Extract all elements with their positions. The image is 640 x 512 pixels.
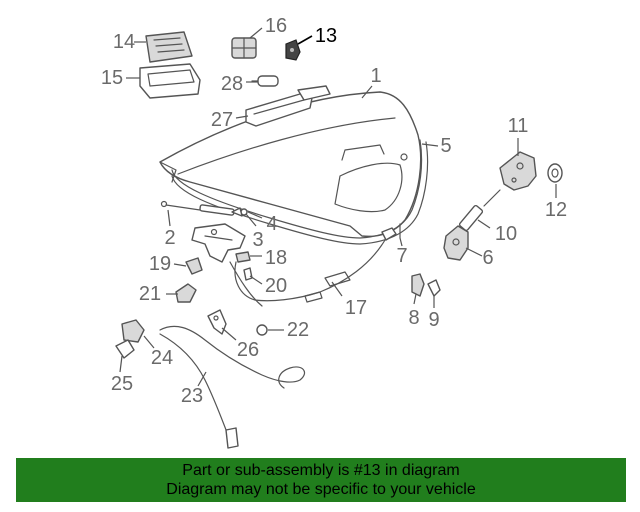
release-cable-23 (159, 325, 305, 449)
callout-25: 25 (111, 373, 133, 395)
bolt-4 (231, 207, 248, 217)
bulb-28 (251, 75, 279, 87)
bracket-25 (115, 339, 135, 359)
callout-7: 7 (396, 245, 407, 267)
callout-3: 3 (252, 229, 263, 251)
callout-24: 24 (151, 347, 173, 369)
callout-20: 20 (265, 275, 287, 297)
callout-13: 13 (315, 25, 337, 47)
clip-7 (381, 223, 401, 241)
trunk-lid (159, 91, 422, 238)
bracket-9 (427, 279, 441, 297)
bracket-19 (185, 257, 203, 275)
callout-9: 9 (428, 309, 439, 331)
pad-21 (175, 283, 197, 303)
callout-23: 23 (181, 385, 203, 407)
callout-6: 6 (482, 247, 493, 269)
switch-16 (231, 37, 257, 59)
callout-5: 5 (440, 135, 451, 157)
banner-line-2: Diagram may not be specific to your vehi… (166, 481, 476, 498)
callout-21: 21 (139, 283, 161, 305)
callout-18: 18 (265, 247, 287, 269)
callout-4: 4 (266, 213, 277, 235)
license-lamp-14 (145, 31, 193, 63)
callout-16: 16 (265, 15, 287, 37)
callout-12: 12 (545, 199, 567, 221)
callout-28: 28 (221, 73, 243, 95)
release-cable (234, 239, 386, 303)
callout-19: 19 (149, 253, 171, 275)
callout-22: 22 (287, 319, 309, 341)
callout-17: 17 (345, 297, 367, 319)
weatherstrip-seal (159, 139, 429, 245)
gas-strut-2 (160, 200, 235, 216)
part-13 (285, 39, 301, 61)
callout-15: 15 (101, 67, 123, 89)
info-banner: Part or sub-assembly is #13 in diagram D… (16, 458, 626, 502)
callout-1: 1 (370, 65, 381, 87)
callout-11: 11 (508, 115, 529, 137)
bracket-26 (207, 309, 227, 335)
callout-26: 26 (237, 339, 259, 361)
grommet (547, 163, 563, 183)
callout-27: 27 (211, 109, 233, 131)
gas-strut-10 (458, 189, 501, 232)
lamp-housing-15 (139, 63, 201, 99)
hinge-assembly (191, 223, 263, 307)
cap-22 (256, 324, 268, 336)
banner-line-1: Part or sub-assembly is #13 in diagram (182, 462, 460, 479)
handle-27 (245, 85, 331, 127)
actuator-24 (121, 319, 145, 343)
trunk-latch (499, 151, 537, 191)
clip-18 (235, 251, 251, 263)
bolt-20 (243, 267, 253, 281)
callout-2: 2 (164, 227, 175, 249)
callout-8: 8 (408, 307, 419, 329)
lock-cylinder (443, 225, 469, 261)
exploded-parts-diagram: 14 15 16 13 28 27 1 5 11 12 10 6 7 8 9 2… (101, 15, 567, 449)
callout-labels: 14 15 16 13 28 27 1 5 11 12 10 6 7 8 9 2… (101, 15, 567, 407)
bracket-8 (411, 273, 425, 297)
callout-14: 14 (113, 31, 135, 53)
leader-lines (119, 27, 557, 387)
callout-10: 10 (495, 223, 517, 245)
